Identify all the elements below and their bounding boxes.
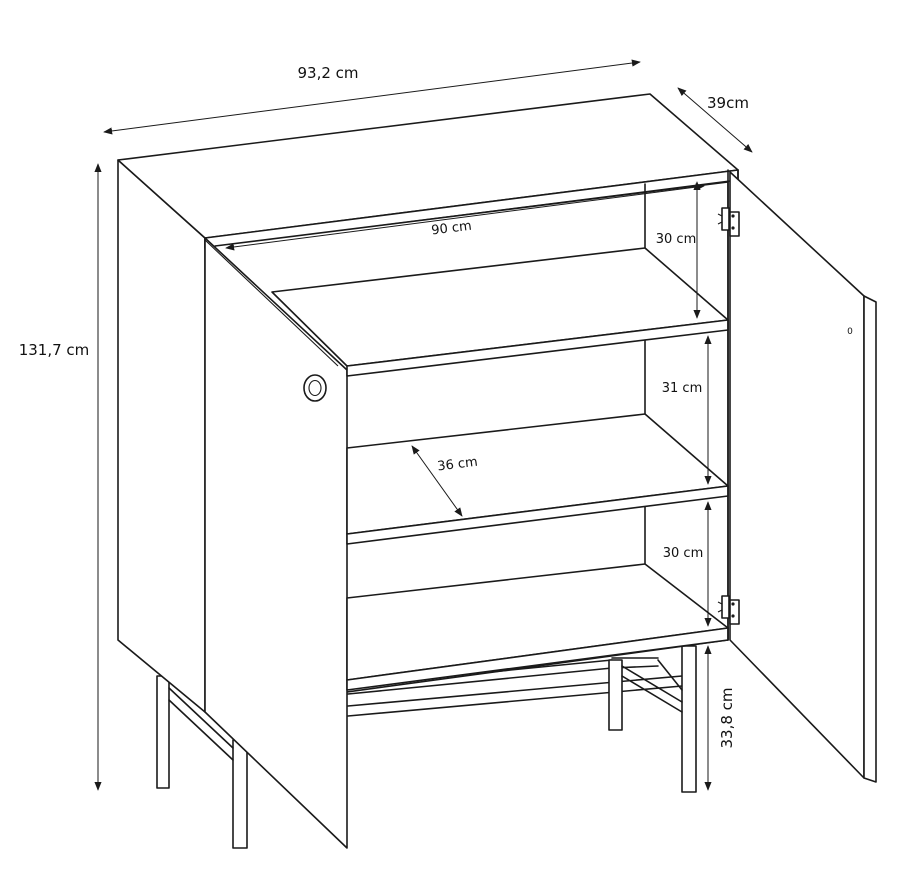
legs [156, 645, 697, 849]
door-mark: 0 [847, 327, 853, 337]
shelf-depth-label: 36 cm [437, 455, 479, 475]
width-label: 93,2 cm [297, 64, 358, 82]
left-side-panel [117, 159, 206, 713]
height-label: 131,7 cm [19, 341, 90, 359]
hinge-icon [717, 207, 740, 237]
dimension-arrow-icon [94, 59, 753, 791]
inner-width-label: 90 cm [431, 219, 473, 239]
leg-height-label: 33,8 cm [718, 687, 736, 748]
knob-icon [303, 374, 327, 402]
right-door [729, 171, 877, 783]
shelf-gap-top-label: 30 cm [656, 232, 697, 247]
shelf-gap-middle-label: 31 cm [662, 381, 703, 396]
hinge-icon [717, 595, 740, 625]
shelf-gap-bottom-label: 30 cm [663, 546, 704, 561]
depth-label: 39cm [707, 94, 749, 112]
